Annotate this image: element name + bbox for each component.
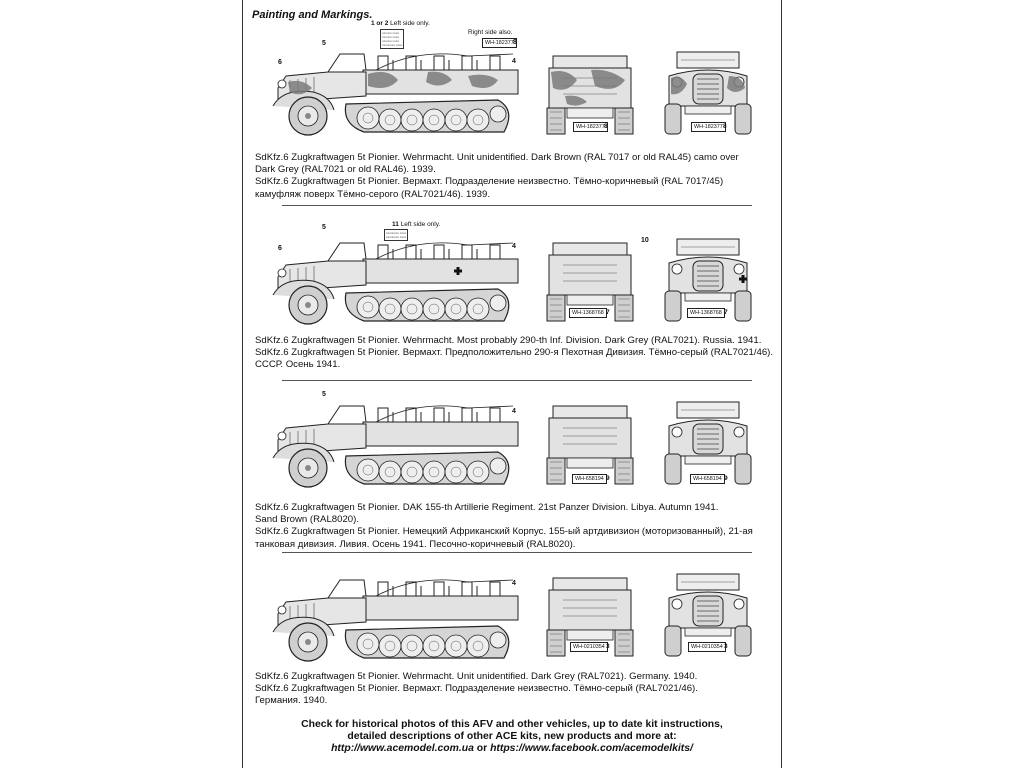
side-view-drawing (272, 53, 519, 136)
caption-en-line-2: Dark Grey (RAL7021 or old RAL46). 1939. (255, 164, 436, 176)
caption-ru-line-1: SdKfz.6 Zugkraftwagen 5t Pionier. Вермах… (255, 683, 698, 695)
rear-view-drawing (546, 405, 634, 485)
callout-4: 4 (512, 408, 516, 415)
note-left-side: 11 Left side only. (392, 221, 440, 228)
license-plate-front: WH-0210354 (688, 642, 726, 652)
side-view-drawing (272, 242, 519, 325)
caption: SdKfz.6 Zugkraftwagen 5t Pionier. Wehrma… (255, 335, 775, 372)
plate-number-front: 7 (724, 309, 728, 316)
footer-line-1: Check for historical photos of this AFV … (301, 719, 723, 730)
profile-2: 5 6 4 10 11 Left side only. ▭▭▭▭ ▭▭▭▭▭▭ … (242, 215, 782, 385)
caption-ru-line-2: СССР. Осень 1941. (255, 359, 341, 371)
side-view-drawing (272, 579, 519, 662)
note-num: 1 or 2 (371, 20, 389, 27)
footer: Check for historical photos of this AFV … (242, 719, 782, 755)
callout-6: 6 (278, 59, 282, 66)
divider-1 (282, 205, 752, 206)
license-plate-rear: WH-658194 (572, 474, 607, 484)
plate-number-front: 8 (723, 123, 727, 130)
link-separator: or (476, 743, 488, 754)
load-stencil: ▭▭▭ ▭▭▭▭▭ ▭▭▭▭▭ ▭▭▭▭▭▭ ▭▭ (380, 29, 405, 49)
note-text: Left side only. (390, 20, 430, 27)
caption-en-line-1: SdKfz.6 Zugkraftwagen 5t Pionier. Wehrma… (255, 335, 762, 346)
license-plate-rear: WH-1368768 (569, 308, 607, 318)
caption-ru-line-2: камуфляж поверх Тёмно-серого (RAL7021/46… (255, 188, 491, 200)
facebook-link[interactable]: https://www.facebook.com/acemodelkits/ (490, 743, 693, 754)
callout-5: 5 (322, 224, 326, 231)
callout-10: 10 (641, 237, 649, 244)
caption: SdKfz.6 Zugkraftwagen 5t Pionier. Wehrma… (255, 152, 775, 201)
profile-3: 5 4 WH-658194 9 WH-658194 9 SdKfz.6 Zugk… (242, 386, 782, 550)
page-title: Painting and Markings. (252, 9, 373, 21)
side-view-drawing (272, 405, 519, 488)
caption-ru-line-1: SdKfz.6 Zugkraftwagen 5t Pionier. Вермах… (255, 347, 774, 359)
profile-1: 5 6 4 1 or 2 Left side only. ▭▭▭ ▭▭▭▭▭ ▭… (242, 20, 782, 202)
caption-ru-line-2: танковая дивизия. Ливия. Осень 1941. Пес… (255, 538, 576, 550)
front-view-drawing (664, 401, 752, 485)
note-text: Left side only. (400, 221, 441, 228)
callout-5: 5 (322, 40, 326, 47)
profile-4: 4 WH-0210354 3 WH-0210354 3 SdKfz.6 Zugk… (242, 560, 782, 710)
callout-4: 4 (512, 58, 516, 65)
note-right-side: Right side also. (468, 29, 513, 36)
divider-3 (282, 552, 752, 553)
load-stencil: ▭▭▭▭ ▭▭▭▭▭▭ ▭▭ (384, 229, 409, 241)
callout-5: 5 (322, 391, 326, 398)
footer-line-2: detailed descriptions of other ACE kits,… (347, 731, 677, 742)
license-plate-side: WH-182377 (482, 38, 517, 48)
page-frame (242, 0, 782, 768)
license-plate-rear: WH-0210354 (570, 642, 608, 652)
caption: SdKfz.6 Zugkraftwagen 5t Pionier. DAK 15… (255, 502, 775, 551)
callout-4: 4 (512, 243, 516, 250)
plate-number-rear: 7 (606, 309, 610, 316)
callout-4: 4 (512, 580, 516, 587)
callout-6: 6 (278, 245, 282, 252)
plate-number-front: 3 (724, 643, 728, 650)
caption-en-line-1: SdKfz.6 Zugkraftwagen 5t Pionier. DAK 15… (255, 502, 719, 513)
caption-en-line-1: SdKfz.6 Zugkraftwagen 5t Pionier. Wehrma… (255, 152, 739, 163)
caption-en-line-2: Sand Brown (RAL8020). (255, 514, 359, 526)
plate-number-front: 9 (724, 475, 728, 482)
website-link[interactable]: http://www.acemodel.com.ua (331, 743, 474, 754)
plate-number-rear: 3 (606, 643, 610, 650)
caption: SdKfz.6 Zugkraftwagen 5t Pionier. Wehrma… (255, 671, 775, 708)
caption-ru-line-1: SdKfz.6 Zugkraftwagen 5t Pionier. Вермах… (255, 176, 724, 188)
license-plate-front: WH-1368768 (687, 308, 725, 318)
callout-8: 8 (513, 39, 517, 46)
license-plate-rear: WH-182377 (573, 122, 608, 132)
caption-ru-line-2: Германия. 1940. (255, 695, 328, 707)
caption-en-line-1: SdKfz.6 Zugkraftwagen 5t Pionier. Wehrma… (255, 671, 698, 682)
plate-number-rear: 8 (604, 123, 608, 130)
caption-ru-line-1: SdKfz.6 Zugkraftwagen 5t Pionier. Немецк… (255, 526, 753, 538)
footer-links: http://www.acemodel.com.ua or https://ww… (242, 743, 782, 755)
note-num: 11 (392, 221, 399, 228)
license-plate-front: WH-182377 (691, 122, 726, 132)
plate-number-rear: 9 (606, 475, 610, 482)
divider-2 (282, 380, 752, 381)
license-plate-front: WH-658194 (690, 474, 725, 484)
note-left-side: 1 or 2 Left side only. (371, 20, 430, 27)
